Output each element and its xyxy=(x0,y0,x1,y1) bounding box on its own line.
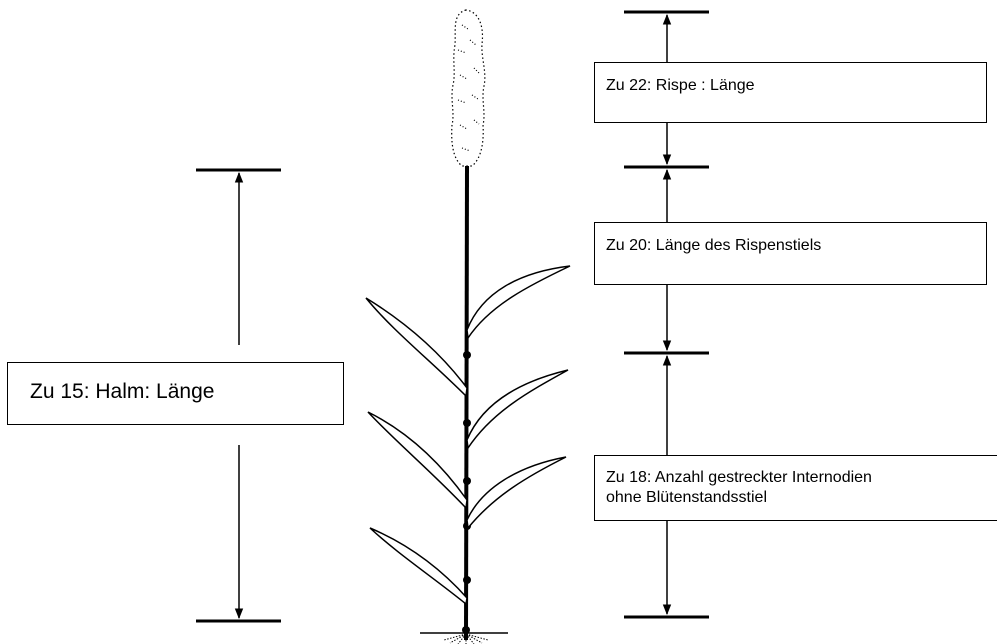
node xyxy=(463,576,471,584)
leaf xyxy=(370,528,467,604)
leaf xyxy=(467,457,566,528)
panicle-stalk-length-label: Zu 20: Länge des Rispenstiels xyxy=(594,222,987,285)
leaf xyxy=(467,266,570,338)
panicle-texture xyxy=(458,25,479,151)
node xyxy=(463,419,471,427)
culm-length-label: Zu 15: Halm: Länge xyxy=(7,362,344,425)
stem xyxy=(466,166,467,640)
internodes-count-label: Zu 18: Anzahl gestreckter Internodien oh… xyxy=(594,455,997,521)
plant-illustration xyxy=(366,10,570,644)
leaf xyxy=(368,412,467,508)
node xyxy=(463,351,471,359)
node xyxy=(463,477,471,485)
panicle-length-label: Zu 22: Rispe : Länge xyxy=(594,62,987,123)
leaf xyxy=(366,298,467,396)
leaf xyxy=(467,370,568,448)
panicle xyxy=(452,10,485,166)
